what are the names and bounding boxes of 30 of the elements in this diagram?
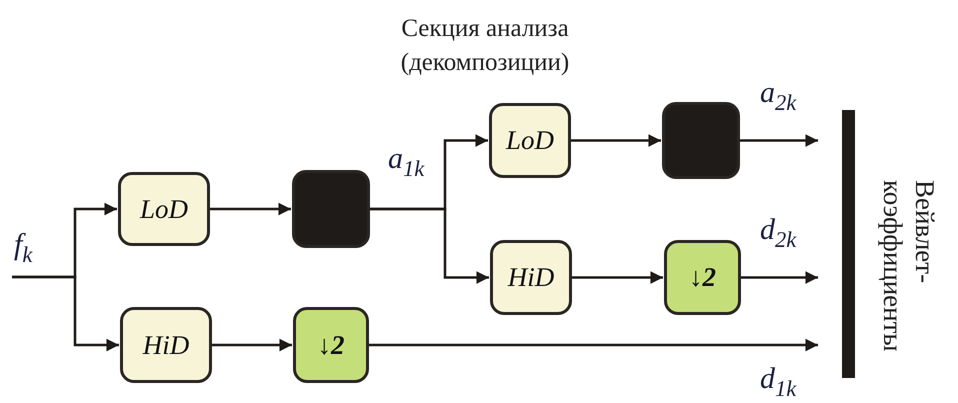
arrow xyxy=(572,271,664,284)
filter-block xyxy=(490,240,572,315)
filter-block xyxy=(118,172,210,246)
filled-block xyxy=(662,102,740,179)
downsampler-block xyxy=(293,307,369,383)
signal-label: d$_{1k}$ xyxy=(760,362,796,402)
block-label: LoD xyxy=(140,194,188,224)
arrow xyxy=(571,134,662,147)
block-label: ↓2 xyxy=(689,262,716,293)
vertical-caption: Вейвлет- коэффициенты xyxy=(877,180,941,354)
block-label: ↓2 xyxy=(318,330,344,360)
filter-block xyxy=(489,103,571,178)
filled-block xyxy=(292,170,370,248)
arrow xyxy=(370,208,490,284)
diagram-title: Секция анализа (декомпозиции) xyxy=(400,14,570,78)
arrow xyxy=(212,338,292,352)
filter-block xyxy=(120,307,212,383)
signal-label: a$_{1k}$ xyxy=(388,142,424,182)
arrow xyxy=(210,202,292,216)
downsampler-block xyxy=(664,240,741,315)
signal-label: d$_{2k}$ xyxy=(760,213,796,253)
arrow xyxy=(741,271,818,284)
arrow xyxy=(369,338,818,352)
arrow xyxy=(12,276,120,352)
block-label: LoD xyxy=(506,125,554,156)
block-label: HiD xyxy=(508,262,554,293)
signal-label: a$_{2k}$ xyxy=(760,76,796,116)
arrow xyxy=(740,134,818,147)
signal-label: f$_{k}$ xyxy=(14,228,32,268)
block-label: HiD xyxy=(142,330,190,360)
